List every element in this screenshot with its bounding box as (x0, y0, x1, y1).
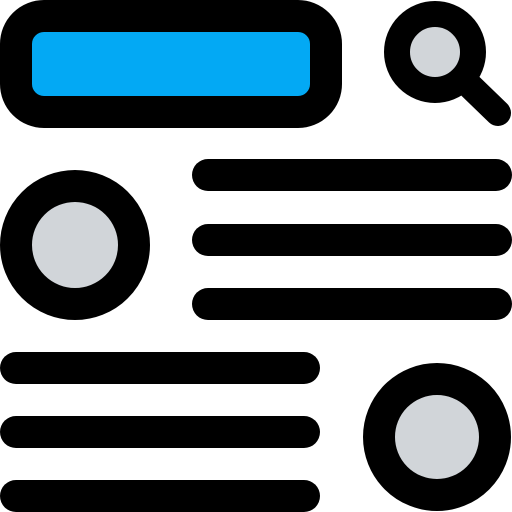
search-bar-field (0, 0, 342, 128)
magnifier-icon (384, 1, 511, 126)
magnifier-handle (454, 70, 511, 126)
avatar-circle (0, 170, 150, 320)
text-lines-top (192, 159, 512, 320)
thumbnail-circle (363, 363, 511, 511)
search-bar-icon (0, 0, 342, 128)
text-lines-bottom (0, 352, 320, 512)
magnifier-lens (384, 1, 486, 103)
result-thumbnail-icon (363, 363, 511, 511)
result-avatar-icon (0, 170, 150, 320)
